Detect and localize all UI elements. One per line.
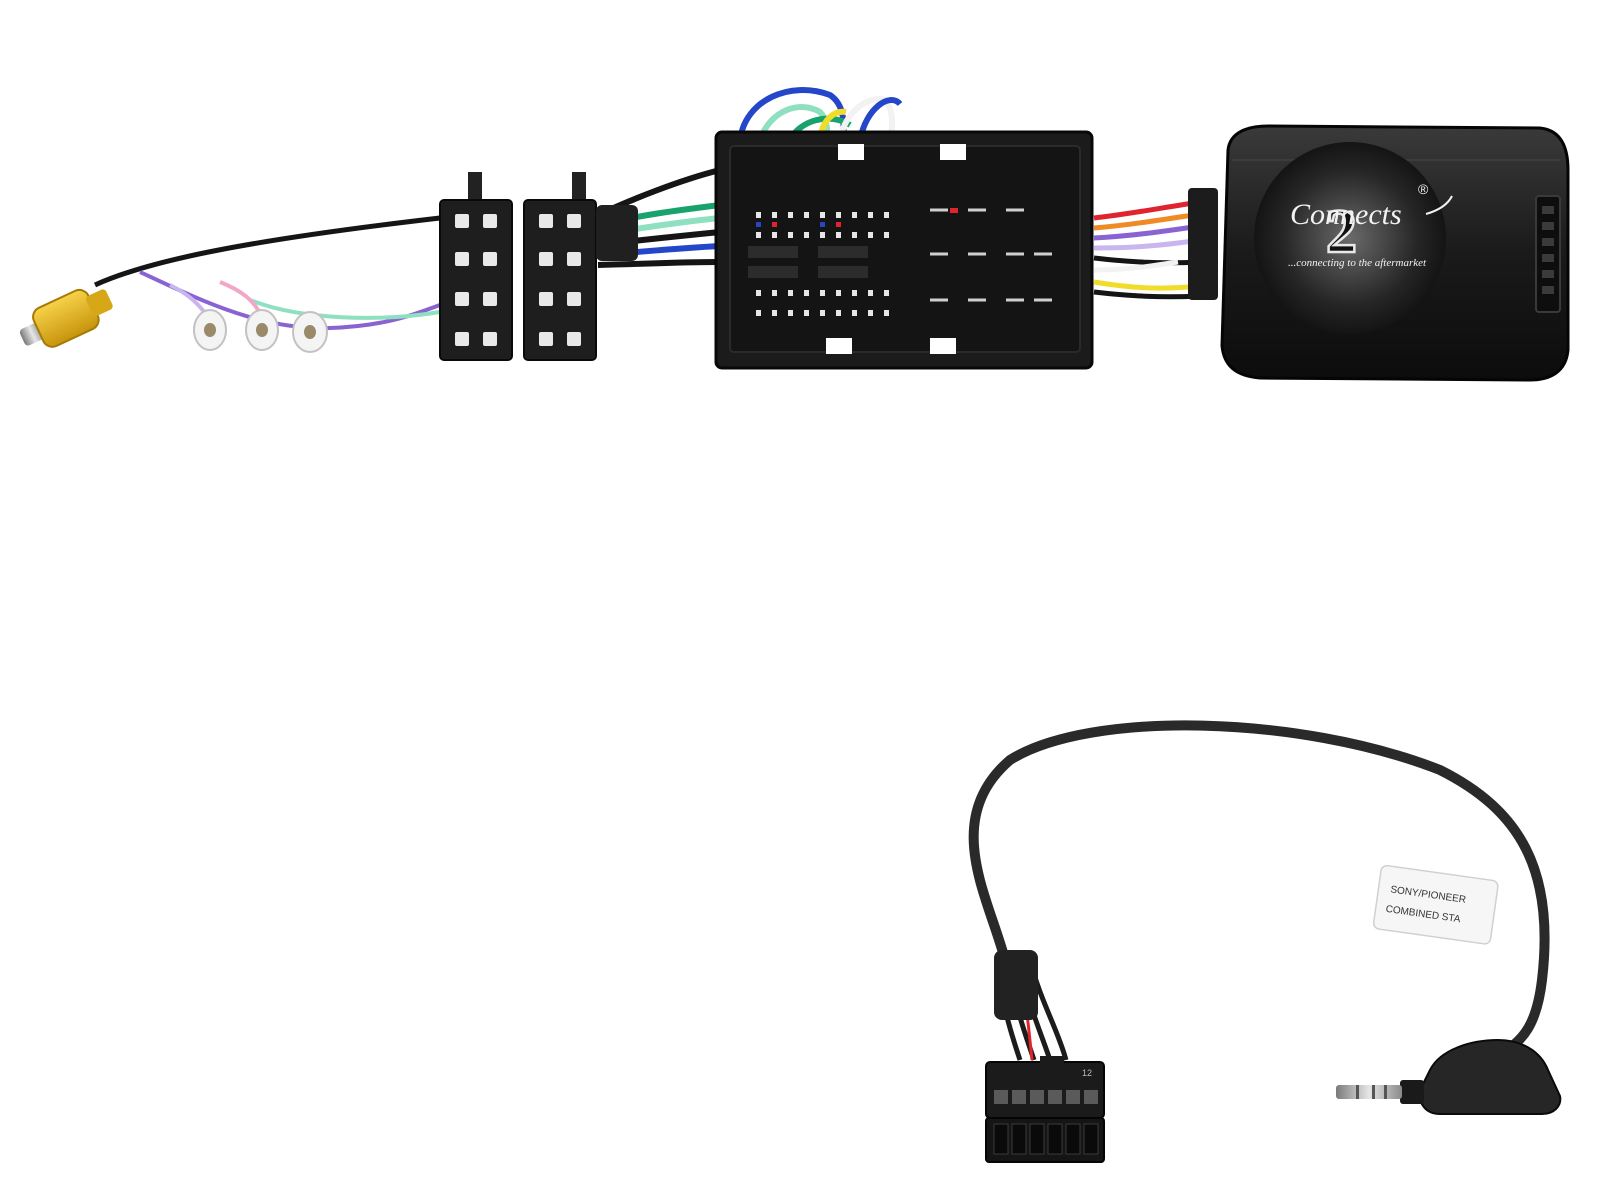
twelve-pin-plug: 12 xyxy=(985,1056,1105,1163)
brand-text: Connects xyxy=(1290,198,1402,231)
interface-module: 2 Connects ® ...connecting to the afterm… xyxy=(1220,124,1570,382)
jack-collar xyxy=(1400,1080,1424,1104)
rca-plug xyxy=(19,288,113,348)
patch-lead-cable xyxy=(968,720,1550,1057)
plug-pin-number: 12 xyxy=(1082,1068,1092,1078)
registered-mark: ® xyxy=(1418,181,1429,197)
module-plug xyxy=(1188,188,1218,300)
logo-disc xyxy=(1254,142,1446,334)
patch-lead: SONY/PIONEER COMBINED STA 12 xyxy=(968,720,1562,1163)
brand-tagline: ...connecting to the aftermarket xyxy=(1288,257,1427,269)
mint-wire xyxy=(249,298,441,320)
vehicle-connector xyxy=(714,130,1094,370)
iso-connector-right xyxy=(523,172,597,361)
jack-plug xyxy=(1336,1038,1562,1115)
vehicle-connector-terminals xyxy=(930,208,1052,302)
patch-lead-label: SONY/PIONEER COMBINED STA xyxy=(1372,864,1499,945)
swoosh-icon xyxy=(1425,195,1453,215)
bullet-connector-3 xyxy=(292,311,328,353)
loom-sleeve xyxy=(596,205,638,261)
jack-tip xyxy=(1336,1085,1402,1099)
bullet-connector-2 xyxy=(245,309,279,351)
main-harness: 2 Connects ® ...connecting to the afterm… xyxy=(19,87,1570,382)
vehicle-connector-pins xyxy=(756,212,889,316)
purple-wire xyxy=(139,270,441,331)
bullet-connector-1 xyxy=(193,309,227,351)
module-socket-pins xyxy=(1542,206,1554,294)
brand-numeral: 2 xyxy=(1326,198,1357,266)
module-wires xyxy=(1093,199,1201,300)
rca-black-wire xyxy=(93,215,441,288)
iso-connector-left xyxy=(439,172,513,361)
